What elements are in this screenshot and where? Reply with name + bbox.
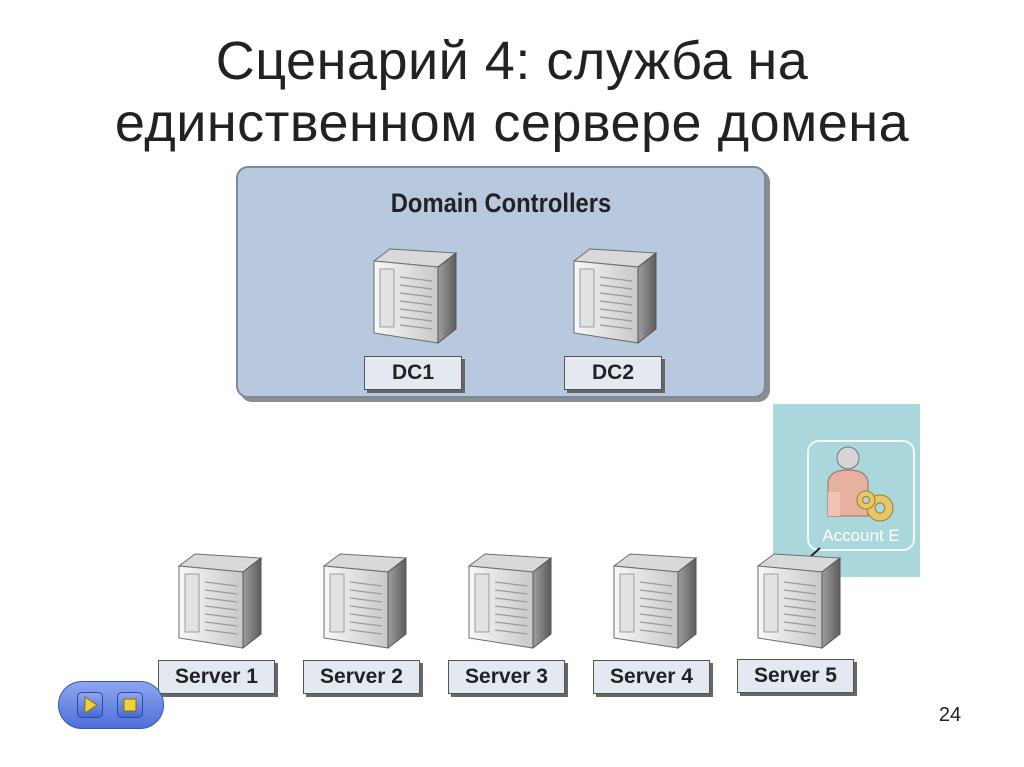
dc1-label: DC1: [364, 356, 462, 390]
stop-icon: [123, 698, 137, 712]
server-2-label: Server 2: [303, 660, 420, 694]
title-line-2: единственном сервере домена: [114, 93, 910, 153]
slide-title: Сценарий 4: служба на единственном серве…: [0, 30, 1024, 154]
server-5-label: Server 5: [737, 659, 854, 693]
play-icon: [84, 696, 98, 714]
domain-controllers-title: Domain Controllers: [390, 188, 612, 218]
server-3-icon: [463, 552, 553, 652]
dc1-server-icon: [368, 247, 458, 347]
dc2-label: DC2: [564, 356, 662, 390]
user-with-gear-icon: [827, 446, 894, 522]
server-2-icon: [318, 552, 408, 652]
page-number: 24: [938, 704, 962, 726]
play-button[interactable]: [77, 692, 103, 718]
server-1-icon: [173, 552, 263, 652]
server-4-label: Server 4: [593, 660, 710, 694]
server-1-label: Server 1: [158, 660, 275, 694]
dc2-server-icon: [568, 247, 658, 347]
domain-controllers-box: [236, 166, 766, 398]
slide-nav-control[interactable]: [58, 681, 164, 729]
stop-button[interactable]: [117, 692, 143, 718]
account-label: Account E: [822, 526, 900, 545]
title-line-1: Сценарий 4: служба на: [215, 31, 809, 91]
server-3-label: Server 3: [448, 660, 565, 694]
server-4-icon: [608, 552, 698, 652]
server-5-icon: [752, 552, 842, 652]
